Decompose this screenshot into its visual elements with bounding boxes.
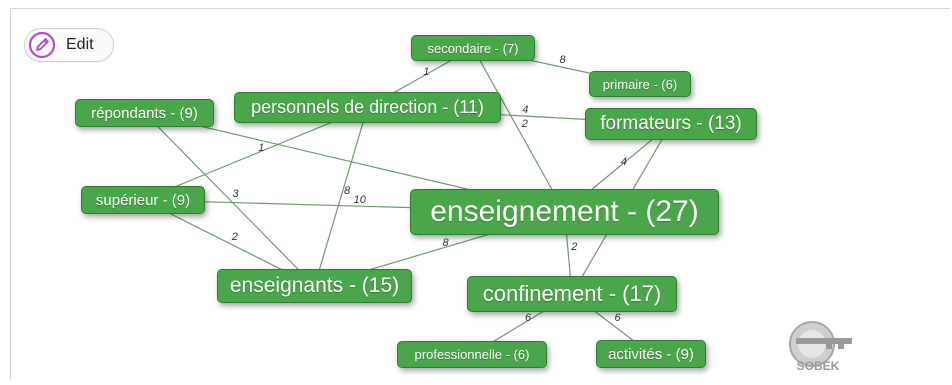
graph-canvas xyxy=(10,8,950,380)
node-primaire[interactable]: primaire - (6) xyxy=(589,71,691,97)
edge-weight-label: 1 xyxy=(423,65,430,78)
edge-weight-label: 3 xyxy=(232,187,239,200)
node-enseignants[interactable]: enseignants - (15) xyxy=(217,269,412,303)
node-personnels[interactable]: personnels de direction - (11) xyxy=(234,92,501,123)
node-activites[interactable]: activités - (9) xyxy=(596,340,706,368)
node-repondants[interactable]: répondants - (9) xyxy=(75,99,214,127)
edit-button[interactable]: Edit xyxy=(24,28,114,62)
edge-weight-label: 8 xyxy=(343,184,351,197)
node-confinement[interactable]: confinement - (17) xyxy=(467,276,677,312)
node-secondaire[interactable]: secondaire - (7) xyxy=(411,35,535,61)
edge-weight-label: 6 xyxy=(614,312,621,324)
node-enseignement[interactable]: enseignement - (27) xyxy=(410,189,719,235)
edge-weight-label: 10 xyxy=(353,194,366,206)
edge-secondaire-enseignement xyxy=(472,47,566,213)
edge-weight-label: 6 xyxy=(524,312,532,325)
edge-weight-label: 8 xyxy=(559,54,566,66)
edge-weight-label: 8 xyxy=(442,237,449,249)
sobek-logo: SOBEK xyxy=(786,318,860,380)
edge-weight-label: 4 xyxy=(620,156,627,168)
edge-personnels-enseignants xyxy=(313,107,369,287)
node-professionnelle[interactable]: professionnelle - (6) xyxy=(397,341,547,368)
edge-weight-label: 4 xyxy=(522,103,529,116)
edge-weight-label: 2 xyxy=(231,231,238,243)
edge-weight-label: 1 xyxy=(258,141,265,154)
node-superieur[interactable]: supérieur - (9) xyxy=(81,186,205,214)
node-formateurs[interactable]: formateurs - (13) xyxy=(585,108,757,140)
logo-text: SOBEK xyxy=(797,359,840,373)
edit-label: Edit xyxy=(66,36,94,53)
edge-repondants-enseignants xyxy=(144,112,315,287)
edge-weight-label: 2 xyxy=(571,241,578,253)
edge-weight-label: 2 xyxy=(521,118,528,130)
pencil-icon xyxy=(28,31,56,59)
